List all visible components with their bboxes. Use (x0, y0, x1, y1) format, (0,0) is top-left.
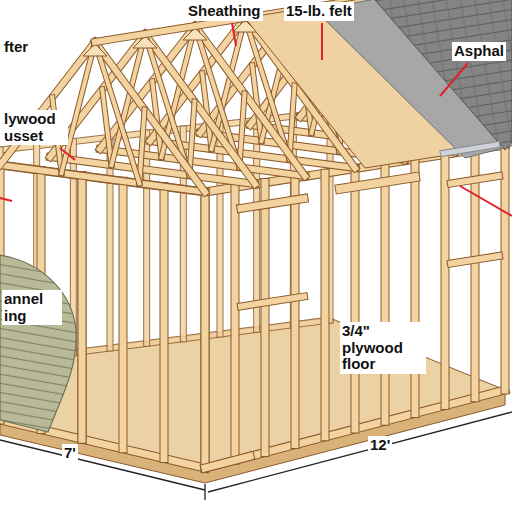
roof-covering (245, 0, 512, 168)
part-label: 7' (62, 444, 78, 463)
leader-lines (0, 23, 512, 216)
dimension-lines (0, 412, 512, 500)
part-label: 12' (368, 436, 392, 455)
part-label: 3/4" plywood floor (340, 322, 426, 374)
part-label: fter (2, 38, 30, 57)
part-label: 15-lb. felt (284, 2, 354, 21)
channel-siding (0, 255, 76, 432)
part-label: annel ing (2, 290, 62, 325)
part-label: Asphal (452, 42, 506, 61)
part-label: lywood usset (2, 110, 68, 145)
part-label: Sheathing (186, 2, 263, 21)
